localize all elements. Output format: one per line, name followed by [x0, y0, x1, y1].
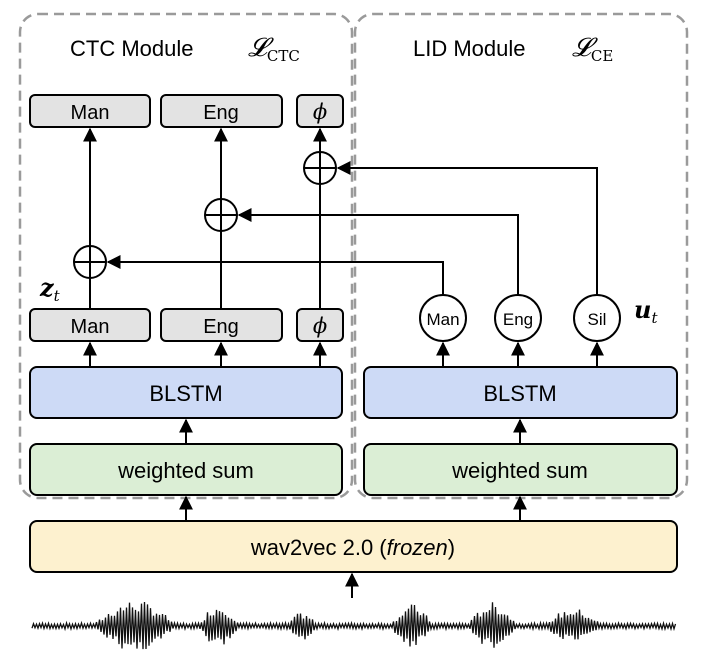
lid-node-sil: Sil: [573, 294, 621, 342]
ctc-module-title: CTC Module: [70, 36, 193, 61]
svg-text:ϕ: ϕ: [313, 314, 327, 338]
ctc-output-eng: Eng: [160, 94, 283, 128]
lid-sil-connector: [336, 161, 598, 295]
lid-blstm-block: BLSTM: [363, 366, 678, 419]
svg-text:Man: Man: [426, 310, 459, 329]
ctc-weighted-sum-block: weighted sum: [29, 443, 343, 496]
ctc-loss-symbol: 𝓛CTC: [248, 33, 300, 65]
sum-node-eng: [204, 198, 238, 232]
wav2vec-block: wav2vec 2.0 (frozen): [29, 520, 678, 573]
svg-text:ϕ: ϕ: [313, 100, 327, 124]
lid-eng-connector: [237, 208, 519, 295]
ctc-input-eng: Eng: [160, 308, 283, 342]
ctc-blstm-block: BLSTM: [29, 366, 343, 419]
svg-text:Man: Man: [71, 316, 110, 338]
sum-node-man: [73, 245, 107, 279]
ctc-input-blank: ϕ: [296, 308, 344, 342]
lid-node-man: Man: [419, 294, 467, 342]
audio-waveform: [31, 601, 677, 650]
svg-text:BLSTM: BLSTM: [149, 381, 222, 406]
ctc-output-blank: ϕ: [296, 94, 344, 128]
sum-node-blank: [303, 151, 337, 185]
lid-weighted-sum-block: weighted sum: [363, 443, 678, 496]
svg-text:Eng: Eng: [203, 102, 239, 124]
svg-text:BLSTM: BLSTM: [483, 381, 556, 406]
lid-module-title: LID Module: [413, 36, 526, 61]
ctc-input-man: Man: [29, 308, 151, 342]
svg-text:weighted sum: weighted sum: [117, 458, 254, 483]
svg-text:Man: Man: [71, 102, 110, 124]
svg-text:wav2vec 2.0 (frozen): wav2vec 2.0 (frozen): [250, 535, 455, 560]
lid-man-connector: [106, 255, 444, 295]
svg-text:Eng: Eng: [203, 316, 239, 338]
svg-text:weighted sum: weighted sum: [451, 458, 588, 483]
lid-loss-symbol: 𝓛CE: [572, 33, 613, 65]
ctc-output-man: Man: [29, 94, 151, 128]
lid-node-eng: Eng: [494, 294, 542, 342]
u-t-label: ut: [634, 295, 658, 327]
z-t-label: zt: [39, 273, 61, 305]
svg-text:Eng: Eng: [503, 310, 533, 329]
svg-text:Sil: Sil: [588, 310, 607, 329]
